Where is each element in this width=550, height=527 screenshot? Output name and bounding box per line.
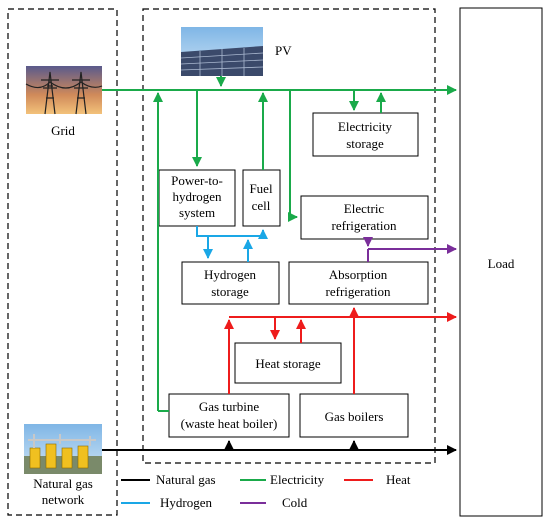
power-to-hydrogen-label-line2: hydrogen (172, 189, 222, 204)
legend-heat-label: Heat (386, 472, 411, 487)
hydrogen-storage-label-line1: Hydrogen (204, 267, 256, 282)
electricity-storage-label-line1: Electricity (338, 119, 393, 134)
heat-flows (224, 307, 457, 394)
fuel-cell-label-line1: Fuel (249, 181, 273, 196)
heat-storage-box (234, 342, 342, 384)
gas-boilers-label: Gas boilers (325, 409, 384, 424)
legend: Natural gas Electricity Heat Hydrogen Co… (121, 472, 411, 510)
grid-label: Grid (51, 123, 75, 138)
natural-gas-network-icon (24, 424, 102, 474)
external-sources-region (7, 8, 118, 516)
electric-refrigeration-label-line1: Electric (344, 201, 385, 216)
gas-boilers-box (299, 393, 409, 438)
electricity-storage-label-line2: storage (346, 136, 384, 151)
legend-hydrogen-label: Hydrogen (160, 495, 212, 510)
electricity-flows (102, 76, 457, 412)
electric-refrigeration-box (300, 195, 429, 240)
power-to-hydrogen-label-line1: Power-to- (171, 173, 223, 188)
absorption-refrigeration-label-line1: Absorption (329, 267, 388, 282)
cold-flows (363, 237, 457, 262)
power-to-hydrogen-label-line3: system (179, 205, 215, 220)
load-label: Load (488, 256, 515, 271)
energy-hub-region (142, 8, 436, 464)
natural-gas-flows (102, 440, 457, 455)
pv-label: PV (275, 43, 292, 58)
gas-turbine-box (168, 393, 290, 438)
natural-gas-network-label-line2: network (42, 492, 85, 507)
electricity-storage-box (312, 112, 419, 157)
hydrogen-storage-box (181, 261, 280, 305)
natural-gas-network-label-line1: Natural gas (33, 476, 93, 491)
legend-electricity-label: Electricity (270, 472, 325, 487)
gas-turbine-label-line1: Gas turbine (199, 399, 260, 414)
gas-turbine-label-line2: (waste heat boiler) (181, 416, 278, 431)
pv-icon (180, 27, 264, 76)
electric-refrigeration-label-line2: refrigeration (332, 218, 397, 233)
legend-natural-gas-label: Natural gas (156, 472, 216, 487)
absorption-refrigeration-box (288, 261, 429, 305)
absorption-refrigeration-label-line2: refrigeration (326, 284, 391, 299)
legend-cold-label: Cold (282, 495, 308, 510)
fuel-cell-label-line2: cell (252, 198, 271, 213)
hydrogen-storage-label-line2: storage (211, 284, 249, 299)
fuel-cell-box (242, 169, 281, 227)
grid-icon (25, 66, 103, 115)
heat-storage-label: Heat storage (255, 356, 321, 371)
load-box (459, 7, 543, 517)
hydrogen-flows (196, 226, 268, 262)
